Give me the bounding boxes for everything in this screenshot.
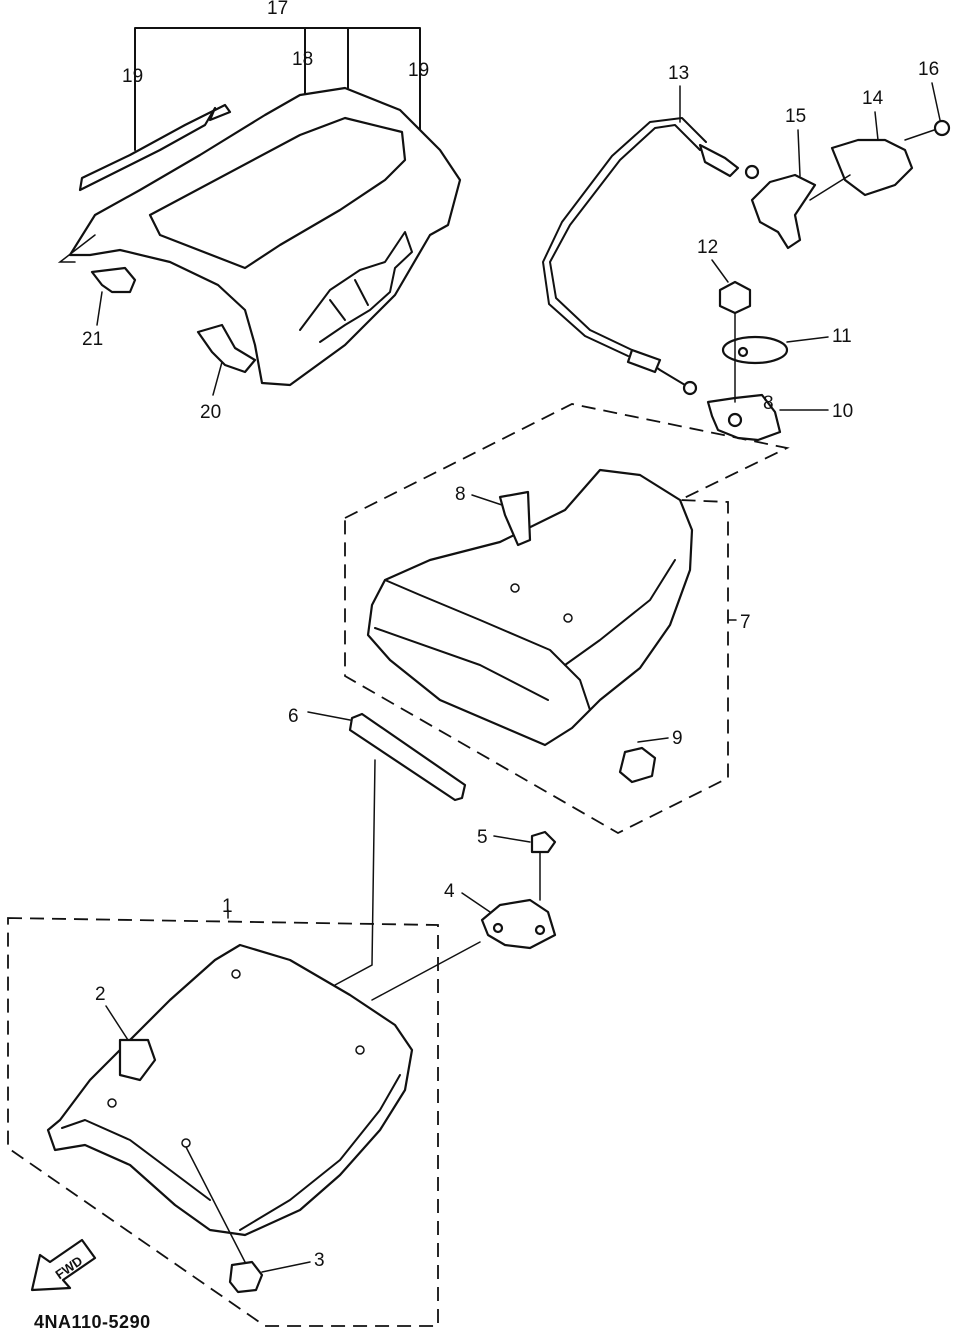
callout-3: 3 [314, 1250, 325, 1271]
callout-14: 14 [862, 88, 884, 109]
callout-8-latch: 8 [763, 393, 774, 414]
lock-cable-assembly [542, 117, 951, 442]
callout-12: 12 [697, 237, 718, 258]
seat-cowl-assembly [57, 27, 462, 387]
passenger-seat-group-outline [344, 403, 790, 835]
callout-21: 21 [82, 329, 103, 350]
drawing-number: 4NA110-5290 [34, 1312, 151, 1332]
callout-6: 6 [288, 706, 299, 727]
callout-18: 18 [292, 49, 313, 70]
callout-13: 13 [668, 63, 689, 84]
rider-seat [46, 943, 414, 1294]
callout-8: 8 [455, 484, 466, 505]
callout-20: 20 [200, 402, 221, 423]
callout-10: 10 [832, 401, 853, 422]
passenger-seat [366, 468, 694, 784]
callout-17: 17 [267, 0, 288, 19]
callout-15: 15 [785, 106, 806, 127]
callout-16: 16 [918, 59, 939, 80]
seat-bracket [480, 830, 557, 950]
callout-19-left: 19 [122, 66, 143, 87]
callout-2: 2 [95, 984, 106, 1005]
callout-4: 4 [444, 881, 455, 902]
callout-1: 1 [222, 896, 233, 917]
forward-direction-arrow: FWD [30, 1238, 97, 1292]
callout-9: 9 [672, 728, 683, 749]
callout-7: 7 [740, 612, 751, 633]
damper-strip [348, 712, 467, 802]
leader-strip-to-seat [334, 759, 376, 986]
rider-seat-group-outline [7, 917, 439, 1327]
leader-bracket-to-seat [371, 941, 481, 1001]
callout-5: 5 [477, 827, 488, 848]
callout-11: 11 [832, 326, 852, 347]
callout-19-right: 19 [408, 60, 429, 81]
